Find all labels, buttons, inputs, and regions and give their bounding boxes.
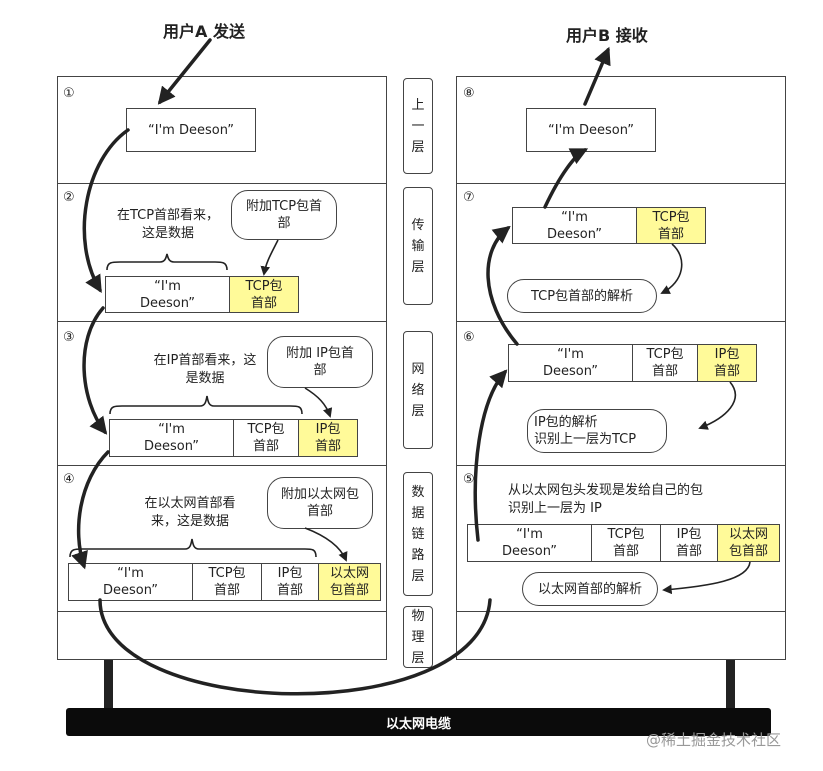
ethernet-frame: “I'm Deeson” TCP包 首部 IP包 首部 以太网 包首部 <box>467 524 780 562</box>
datalink-receive-note: 从以太网包头发现是发给自己的包 识别上一层为 IP <box>508 483 704 516</box>
step-6: ⑥ <box>463 330 475 345</box>
layer-upper: 上 一 层 <box>403 78 433 174</box>
payload-cell: “I'm Deeson” <box>509 345 633 381</box>
step-4: ④ <box>63 472 75 487</box>
payload-cell: “I'm Deeson” <box>468 525 592 561</box>
receiver-message: “I'm Deeson” <box>526 108 656 152</box>
sender-message: “I'm Deeson” <box>126 108 256 152</box>
divider <box>457 183 785 184</box>
step-2: ② <box>63 190 75 205</box>
cable-post-right <box>726 660 735 709</box>
ip-header-cell: IP包 首部 <box>262 564 319 600</box>
attach-ethernet-header-bubble: 附加以太网包 首部 <box>267 477 373 529</box>
payload-cell: “I'm Deeson” <box>110 420 234 456</box>
network-data-note: 在IP首部看来，这 是数据 <box>153 353 257 386</box>
tcp-header-cell: TCP包 首部 <box>637 208 705 243</box>
divider <box>457 611 785 612</box>
attach-tcp-header-bubble: 附加TCP包首 部 <box>231 190 337 240</box>
tcp-header-cell: TCP包 首部 <box>633 345 698 381</box>
tcp-segment: “I'm Deeson” TCP包 首部 <box>105 276 299 313</box>
layer-transport: 传 输 层 <box>403 187 433 305</box>
divider <box>58 321 386 322</box>
divider <box>457 321 785 322</box>
step-3: ③ <box>63 330 75 345</box>
divider <box>457 465 785 466</box>
step-5: ⑤ <box>463 472 475 487</box>
tcp-header-cell: TCP包 首部 <box>193 564 262 600</box>
divider <box>58 611 386 612</box>
datalink-data-note: 在以太网首部看 来，这是数据 <box>144 496 236 529</box>
watermark: @稀土掘金技术社区 <box>646 731 782 749</box>
payload-cell: “I'm Deeson” <box>106 277 230 312</box>
layer-datalink: 数 据 链 路 层 <box>403 472 433 596</box>
transport-data-note: 在TCP首部看来， 这是数据 <box>116 208 220 241</box>
ethernet-header-cell: 以太网 包首部 <box>319 564 380 600</box>
payload-cell: “I'm Deeson” <box>513 208 637 243</box>
step-1: ① <box>63 86 75 101</box>
tcp-header-parse-bubble: TCP包首部的解析 <box>507 279 657 313</box>
ip-packet: “I'm Deeson” TCP包 首部 IP包 首部 <box>508 344 757 382</box>
step-7: ⑦ <box>463 190 475 205</box>
layer-network: 网 络 层 <box>403 331 433 449</box>
receiver-title: 用户B 接收 <box>566 26 648 45</box>
cable-post-left <box>104 660 113 709</box>
ethernet-cable: 以太网电缆 <box>66 708 771 736</box>
tcp-header-cell: TCP包 首部 <box>592 525 661 561</box>
ip-header-cell: IP包 首部 <box>661 525 718 561</box>
ethernet-header-cell: 以太网 包首部 <box>718 525 779 561</box>
ip-header-cell: IP包 首部 <box>698 345 756 381</box>
ip-packet: “I'm Deeson” TCP包 首部 IP包 首部 <box>109 419 358 457</box>
payload-cell: “I'm Deeson” <box>69 564 193 600</box>
ip-header-cell: IP包 首部 <box>299 420 357 456</box>
tcp-segment: “I'm Deeson” TCP包 首部 <box>512 207 706 244</box>
step-8: ⑧ <box>463 86 475 101</box>
divider <box>58 183 386 184</box>
ethernet-frame: “I'm Deeson” TCP包 首部 IP包 首部 以太网 包首部 <box>68 563 381 601</box>
attach-ip-header-bubble: 附加 IP包首 部 <box>267 336 373 388</box>
layer-physical: 物 理 层 <box>403 606 433 668</box>
divider <box>58 465 386 466</box>
tcp-header-cell: TCP包 首部 <box>234 420 299 456</box>
tcp-header-cell: TCP包 首部 <box>230 277 298 312</box>
sender-title: 用户A 发送 <box>163 22 245 41</box>
ethernet-header-parse-bubble: 以太网首部的解析 <box>522 572 658 606</box>
ip-parse-bubble: IP包的解析 识别上一层为TCP <box>527 409 667 453</box>
